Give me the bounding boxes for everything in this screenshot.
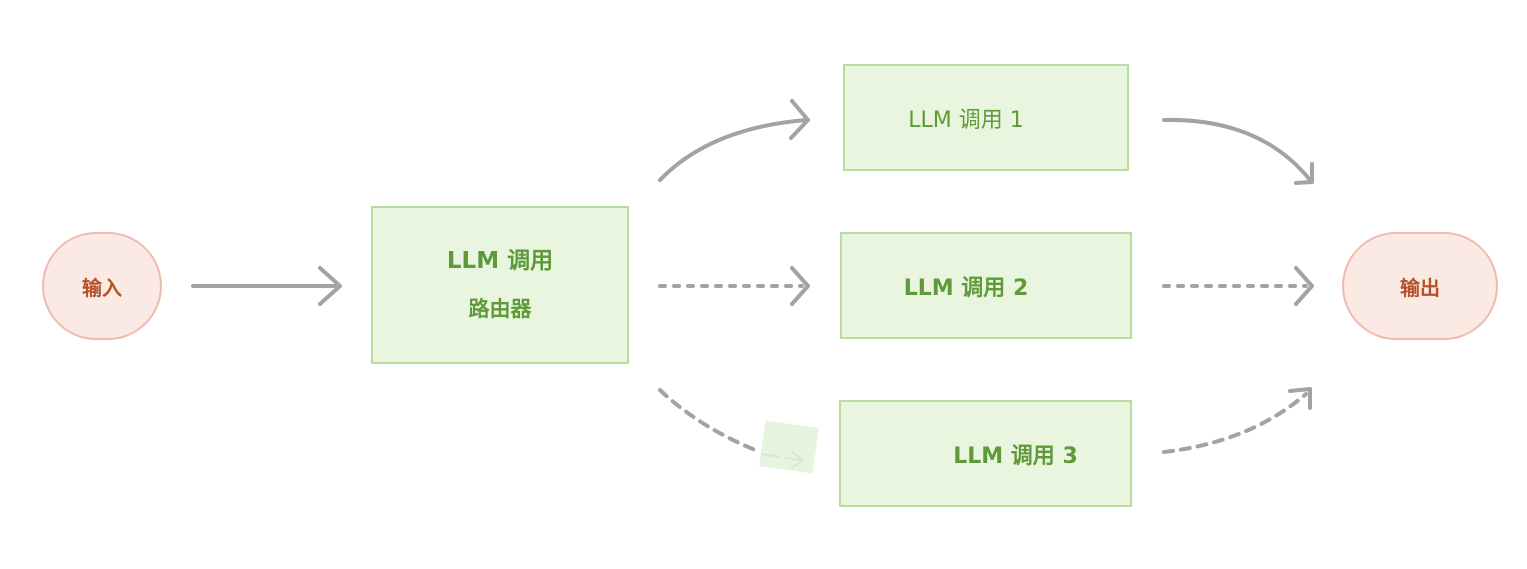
llm-call-1-node: LLM 调用 1	[843, 64, 1129, 171]
llm-call-2-label: LLM 调用 2	[903, 275, 1029, 301]
input-label: 输入	[82, 275, 122, 300]
llm-call-1-label: LLM 调用 1	[908, 107, 1024, 133]
edge-router-to-llm-call-2	[658, 266, 810, 306]
router-title: LLM 调用	[446, 248, 554, 274]
router-node: LLM 调用 路由器	[371, 206, 629, 364]
edge-llm-call-2-to-output	[1162, 266, 1314, 306]
edge-llm-call-1-to-output	[1162, 117, 1314, 185]
input-node: 输入	[42, 232, 162, 340]
router-subtitle: 路由器	[468, 297, 532, 321]
edge-router-to-llm-call-1	[658, 99, 810, 182]
output-label: 输出	[1400, 275, 1440, 300]
edge-llm-call-3-to-output	[1162, 387, 1312, 454]
llm-call-2-node: LLM 调用 2	[840, 232, 1132, 339]
output-node: 输出	[1342, 232, 1498, 340]
llm-call-3-node: LLM 调用 3	[839, 400, 1132, 507]
llm-call-3-label: LLM 调用 3	[953, 443, 1078, 469]
arrow-highlight	[759, 420, 819, 474]
edge-input-to-router	[191, 266, 342, 306]
